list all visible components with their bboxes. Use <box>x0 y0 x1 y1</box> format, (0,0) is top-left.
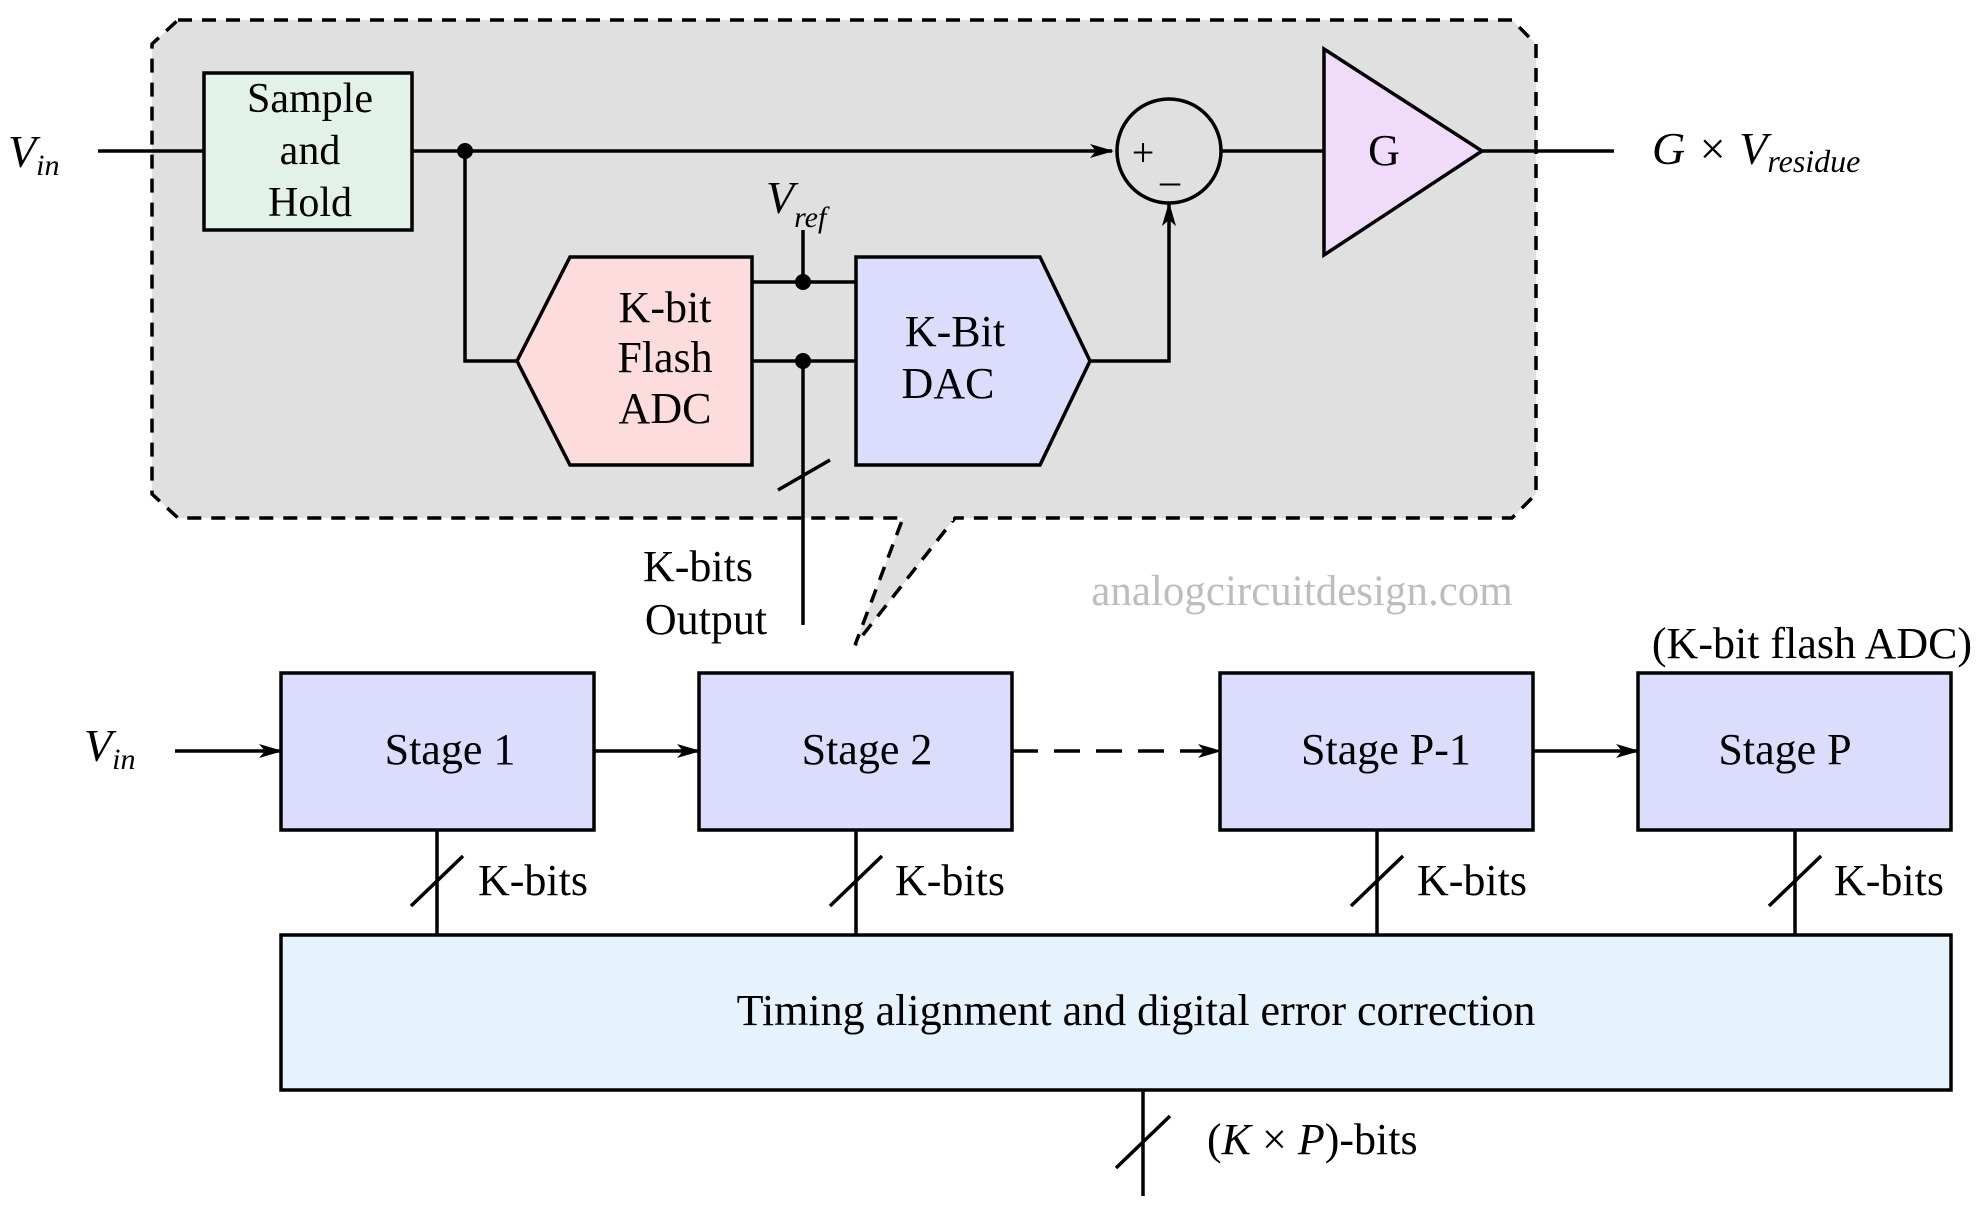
correction-block <box>279 933 1953 1092</box>
stage-p-1-label: Stage P-1 <box>1301 725 1471 774</box>
stage-2-label: Stage 2 <box>802 725 933 774</box>
sample-hold-label-3: Hold <box>268 180 352 226</box>
sample-hold-block <box>202 71 414 232</box>
flash-adc-label-3: ADC <box>619 384 712 433</box>
vref-label: Vref <box>766 172 830 234</box>
subtractor-plus: + <box>1132 130 1155 175</box>
sample-hold-label-1: Sample <box>247 76 373 122</box>
stage-p-1-bus-label: K-bits <box>1417 856 1527 905</box>
stage-1-bus-slash <box>409 854 465 908</box>
stage-2-bus-slash <box>828 854 884 908</box>
gain-amplifier <box>1322 45 1486 259</box>
dac-label-2: DAC <box>902 359 995 408</box>
final-output-bus-slash <box>1114 1114 1172 1170</box>
sample-hold-label-2: and <box>280 128 341 174</box>
watermark: analogcircuitdesign.com <box>1091 568 1513 615</box>
detail-vin-label: Vin <box>8 126 59 182</box>
last-stage-note: (K-bit flash ADC) <box>1652 619 1972 668</box>
pipeline-vin-label: Vin <box>84 720 135 776</box>
code-bus-slash <box>777 458 831 492</box>
kbits-output-label-1: K-bits <box>643 542 753 591</box>
stage-1-block <box>279 671 596 832</box>
stage-1-bus-label: K-bits <box>478 856 588 905</box>
stage-p-1-block <box>1218 671 1535 832</box>
sh-to-adc-wire <box>463 151 517 363</box>
stage-p-label: Stage P <box>1718 725 1851 774</box>
stage-p-bus-slash <box>1767 854 1823 908</box>
flash-adc-label-2: Flash <box>617 333 712 382</box>
kbits-output-label-2: Output <box>645 595 767 644</box>
stage-p-bus-label: K-bits <box>1834 856 1944 905</box>
final-output-label: (K × P)-bits <box>1207 1115 1418 1164</box>
vref-node <box>795 274 811 290</box>
subtractor-minus: – <box>1159 158 1181 203</box>
flash-adc-label-1: K-bit <box>619 283 712 332</box>
stage-2-bus-label: K-bits <box>895 856 1005 905</box>
correction-block-label: Timing alignment and digital error corre… <box>737 986 1536 1035</box>
stage-1-label: Stage 1 <box>385 725 516 774</box>
gain-label: G <box>1368 126 1400 175</box>
stage-p-1-bus-slash <box>1349 854 1405 908</box>
dac-block <box>854 255 1092 467</box>
residue-output-label: G × Vresidue <box>1652 123 1860 179</box>
dac-label-1: K-Bit <box>905 307 1005 356</box>
dac-to-subtractor-wire <box>1090 202 1176 363</box>
